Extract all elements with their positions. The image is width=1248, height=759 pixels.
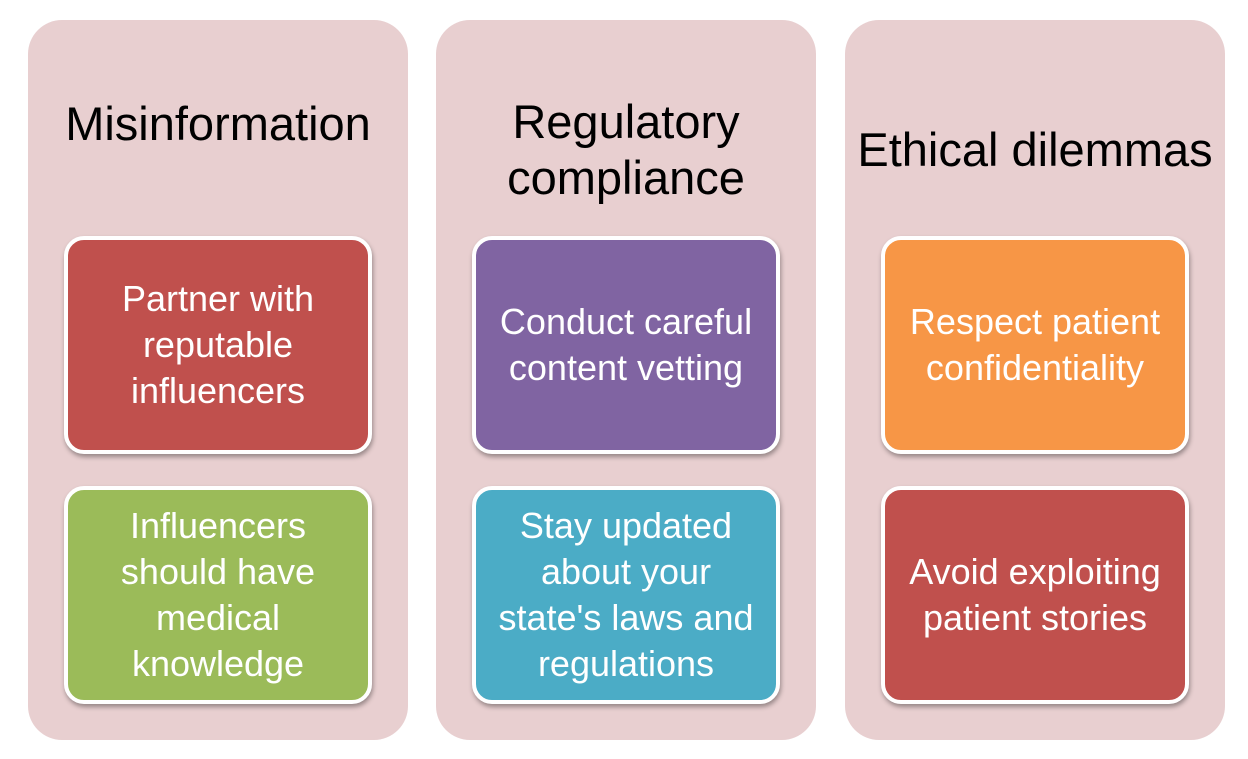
card-content-vetting: Conduct careful content vetting xyxy=(472,236,780,454)
card-patient-confidentiality: Respect patient confidentiality xyxy=(881,236,1189,454)
column-ethical-dilemmas: Ethical dilemmas Respect patient confide… xyxy=(845,20,1225,740)
card-state-laws: Stay updated about your state's laws and… xyxy=(472,486,780,704)
card-partner-influencers: Partner with reputable influencers xyxy=(64,236,372,454)
column-regulatory-compliance: Regulatory compliance Conduct careful co… xyxy=(436,20,816,740)
column-title: Regulatory compliance xyxy=(507,95,745,204)
card-patient-stories: Avoid exploiting patient stories xyxy=(881,486,1189,704)
column-misinformation: Misinformation Partner with reputable in… xyxy=(28,20,408,740)
column-title: Misinformation xyxy=(65,97,371,150)
card-medical-knowledge: Influencers should have medical knowledg… xyxy=(64,486,372,704)
column-title: Ethical dilemmas xyxy=(857,123,1213,176)
